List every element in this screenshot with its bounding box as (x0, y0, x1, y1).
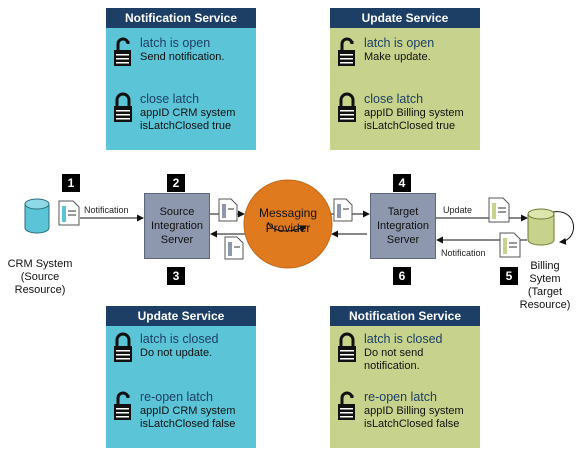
row-heading: close latch (364, 92, 424, 106)
step-badge-1: 1 (62, 174, 80, 192)
close-latch-row: close latch appID Billing system isLatch… (336, 92, 482, 133)
source-integration-server: Source Integration Server (144, 193, 210, 259)
row-line: appID CRM system (140, 107, 236, 119)
document-icon (488, 197, 510, 223)
service-title: Notification Service (106, 8, 256, 28)
document-icon (499, 232, 521, 258)
row-line: Do not send (364, 347, 424, 359)
document-icon (218, 198, 238, 222)
row-line: appID Billing system (364, 405, 464, 417)
close-latch-row: close latch appID CRM system isLatchClos… (112, 92, 258, 133)
latch-open-row: latch is open Make update. (336, 36, 482, 68)
row-line: isLatchClosed false (364, 418, 460, 430)
crm-database-icon (24, 198, 50, 234)
unlocked-padlock-icon (114, 37, 131, 66)
billing-system-label: Billing Sytem (Target Resource) (519, 260, 571, 311)
unlocked-padlock-icon (338, 37, 355, 66)
billing-database-icon (527, 208, 555, 246)
document-icon (333, 198, 353, 222)
document-icon (58, 200, 80, 226)
latch-open-row: latch is open Send notification. (112, 36, 258, 68)
locked-padlock-icon (114, 332, 132, 362)
latch-closed-row: latch is closed Do not send notification… (336, 332, 482, 373)
notification-flow-label: Notification (84, 205, 129, 215)
unlocked-padlock-icon (338, 391, 355, 420)
latch-closed-row: latch is closed Do not update. (112, 332, 258, 364)
row-line: appID CRM system (140, 405, 236, 417)
row-line: isLatchClosed false (140, 418, 236, 430)
service-title: Update Service (106, 306, 256, 326)
document-icon (224, 236, 244, 260)
messaging-provider-hub (243, 179, 333, 269)
locked-padlock-icon (338, 92, 356, 122)
service-title: Update Service (330, 8, 480, 28)
bottom-left-update-service: Update Service latch is closed Do not up… (106, 306, 256, 448)
row-line: appID Billing system (364, 107, 464, 119)
target-integration-server: Target Integration Server (370, 193, 436, 259)
locked-padlock-icon (338, 332, 356, 362)
row-heading: latch is open (140, 36, 211, 50)
notification-flow-label-right: Notification (441, 248, 486, 258)
bottom-right-notification-service: Notification Service latch is closed Do … (330, 306, 480, 448)
row-heading: close latch (140, 92, 200, 106)
reopen-latch-row: re-open latch appID CRM system isLatchCl… (112, 390, 258, 431)
row-line: notification. (364, 360, 420, 372)
row-line: Do not update. (140, 347, 213, 359)
locked-padlock-icon (114, 92, 132, 122)
row-heading: latch is closed (364, 332, 443, 346)
step-badge-5: 5 (500, 267, 518, 285)
row-line: Make update. (364, 51, 431, 63)
row-heading: latch is closed (140, 332, 219, 346)
hub-swirl (267, 221, 307, 232)
top-right-update-service: Update Service latch is open Make update… (330, 8, 480, 150)
crm-system-label: CRM System (Source Resource) (7, 258, 73, 296)
reopen-latch-row: re-open latch appID Billing system isLat… (336, 390, 482, 431)
billing-loop-arrow (552, 211, 575, 245)
row-line: isLatchClosed true (364, 120, 456, 132)
row-heading: latch is open (364, 36, 435, 50)
step-badge-6: 6 (393, 267, 411, 285)
top-left-notification-service: Notification Service latch is open Send … (106, 8, 256, 150)
step-badge-3: 3 (167, 267, 185, 285)
row-line: Send notification. (140, 51, 225, 63)
step-badge-2: 2 (167, 174, 185, 192)
unlocked-padlock-icon (114, 391, 131, 420)
row-line: isLatchClosed true (140, 120, 232, 132)
row-heading: re-open latch (364, 390, 437, 404)
step-badge-4: 4 (393, 174, 411, 192)
update-flow-label: Update (443, 205, 473, 215)
messaging-provider-label: Messaging Provider (258, 206, 318, 235)
row-heading: re-open latch (140, 390, 213, 404)
service-title: Notification Service (330, 306, 480, 326)
